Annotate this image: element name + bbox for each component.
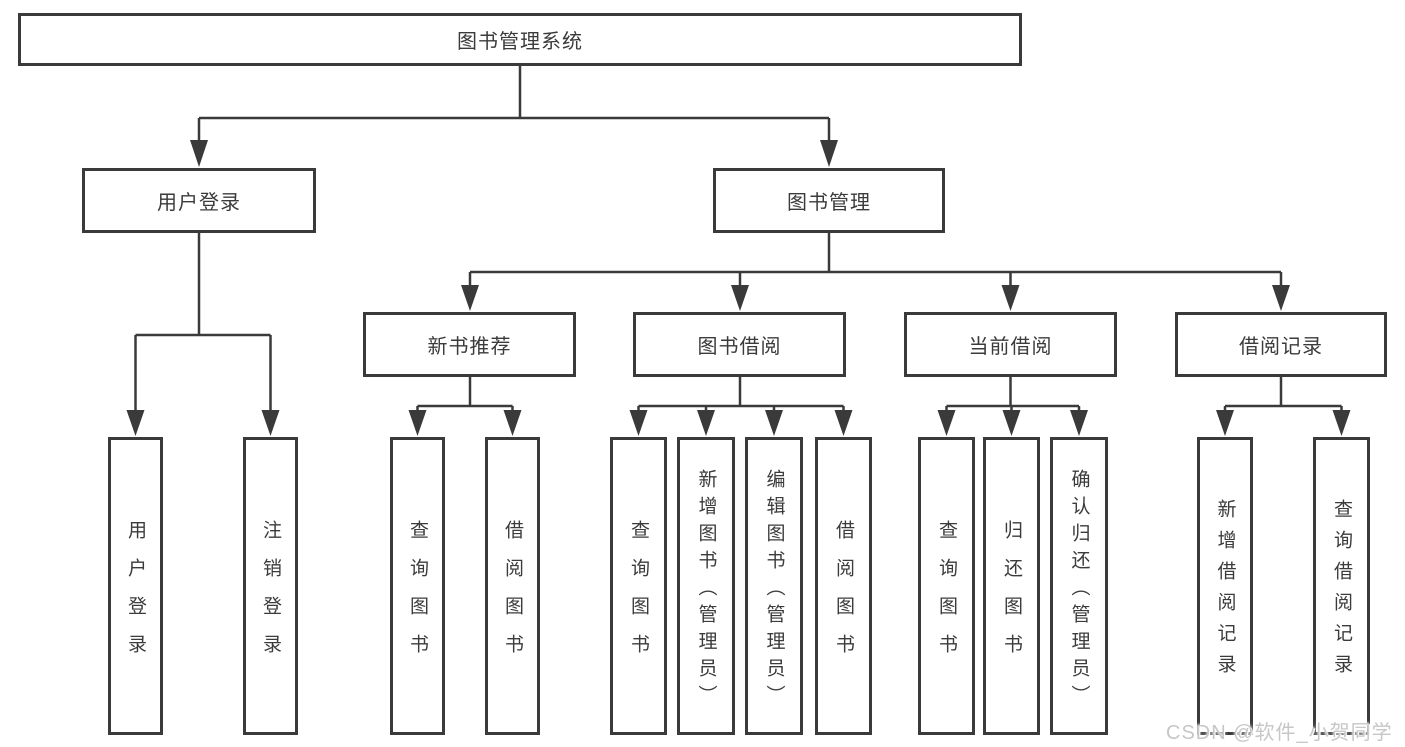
leaf-edit-books-admin: 编辑图书（管理员） <box>745 437 803 735</box>
leaf-current-query-books: 查询图书 <box>918 437 975 735</box>
leaf-recommend-borrow-books: 借阅图书 <box>485 437 540 735</box>
node-user-login-label: 用户登录 <box>157 192 241 214</box>
leaf-add-borrow-record: 新增借阅记录 <box>1197 437 1253 735</box>
leaf-return-books: 归还图书 <box>983 437 1040 735</box>
leaf-add-books-admin-label: 新增图书（管理员） <box>695 468 717 712</box>
node-current-borrowing: 当前借阅 <box>904 312 1117 377</box>
csdn-watermark: CSDN @软件_小贺同学 <box>1166 722 1393 744</box>
leaf-add-borrow-record-label: 新增借阅记录 <box>1214 499 1236 685</box>
leaf-logout: 注销登录 <box>243 437 298 735</box>
node-borrowing-records-label: 借阅记录 <box>1239 336 1323 358</box>
leaf-recommend-query-books-label: 查询图书 <box>407 519 428 672</box>
leaf-add-books-admin: 新增图书（管理员） <box>677 437 735 735</box>
node-book-management: 图书管理 <box>713 168 945 233</box>
leaf-confirm-return-admin-label: 确认归还（管理员） <box>1068 468 1090 712</box>
leaf-return-books-label: 归还图书 <box>1001 519 1022 672</box>
leaf-edit-books-admin-label: 编辑图书（管理员） <box>763 468 785 712</box>
node-borrowing-records: 借阅记录 <box>1175 312 1387 377</box>
node-new-book-recommend: 新书推荐 <box>363 312 576 377</box>
node-root-label: 图书管理系统 <box>457 31 583 53</box>
node-new-book-recommend-label: 新书推荐 <box>427 336 512 358</box>
leaf-borrowing-borrow-books-label: 借阅图书 <box>833 519 854 672</box>
leaf-borrowing-query-books-label: 查询图书 <box>628 519 649 672</box>
leaf-user-login: 用户登录 <box>108 437 163 735</box>
leaf-current-query-books-label: 查询图书 <box>936 519 957 672</box>
leaf-logout-label: 注销登录 <box>260 519 281 672</box>
node-user-login: 用户登录 <box>82 168 316 233</box>
leaf-confirm-return-admin: 确认归还（管理员） <box>1050 437 1108 735</box>
leaf-recommend-borrow-books-label: 借阅图书 <box>502 519 523 672</box>
node-current-borrowing-label: 当前借阅 <box>968 336 1053 358</box>
node-root: 图书管理系统 <box>18 13 1022 66</box>
leaf-user-login-label: 用户登录 <box>125 519 146 672</box>
node-book-borrowing: 图书借阅 <box>633 312 846 377</box>
leaf-borrowing-query-books: 查询图书 <box>610 437 667 735</box>
leaf-query-borrow-record: 查询借阅记录 <box>1313 437 1370 735</box>
leaf-recommend-query-books: 查询图书 <box>390 437 445 735</box>
node-book-borrowing-label: 图书借阅 <box>697 336 782 358</box>
leaf-query-borrow-record-label: 查询借阅记录 <box>1331 499 1352 685</box>
node-book-management-label: 图书管理 <box>787 192 871 214</box>
leaf-borrowing-borrow-books: 借阅图书 <box>815 437 872 735</box>
